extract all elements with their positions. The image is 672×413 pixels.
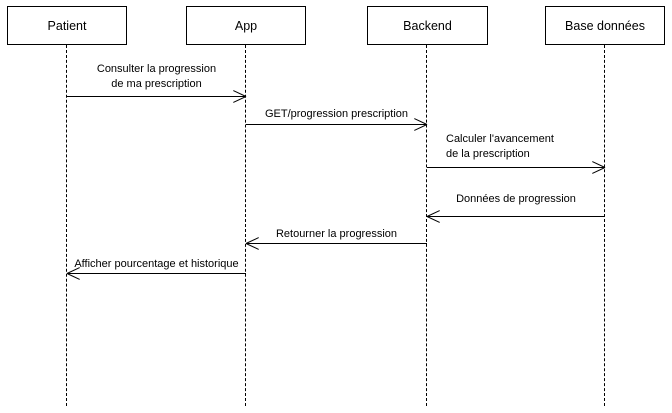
actor-label-app: App (234, 18, 258, 33)
message-retourner-progression: Retourner la progression (246, 227, 427, 273)
actor-label-patient: Patient (47, 18, 87, 33)
arrow-right-icon (427, 167, 605, 168)
message-label: Consulter la progression de ma prescript… (96, 63, 217, 90)
message-donnees-progression: Données de progression (427, 192, 605, 238)
message-label: Afficher pourcentage et historique (74, 258, 239, 270)
message-get-progression-prescription: GET/progression prescription (246, 107, 427, 153)
message-consulter-progression: Consulter la progression de ma prescript… (67, 62, 246, 108)
message-calculer-avancement: Calculer l'avancement de la prescription (427, 132, 605, 178)
actor-label-base-donnees: Base données (565, 18, 645, 33)
message-label: Retourner la progression (275, 228, 398, 240)
lifeline-patient (66, 45, 67, 406)
actor-box-app: App (186, 6, 306, 45)
arrow-left-icon (246, 243, 427, 244)
arrow-right-icon (246, 124, 427, 125)
actor-label-backend: Backend (403, 18, 452, 33)
message-label: Calculer l'avancement de la prescription (446, 133, 554, 160)
actor-box-base-donnees: Base données (545, 6, 665, 45)
message-label: GET/progression prescription (264, 108, 409, 120)
actor-box-patient: Patient (7, 6, 127, 45)
actor-box-backend: Backend (367, 6, 488, 45)
arrow-right-icon (67, 96, 246, 97)
lifeline-base-donnees (604, 45, 605, 406)
message-afficher-pourcentage: Afficher pourcentage et historique (67, 257, 246, 303)
arrow-left-icon (427, 216, 605, 217)
message-label: Données de progression (456, 193, 576, 205)
lifeline-app (245, 45, 246, 406)
arrow-left-icon (67, 273, 246, 274)
lifeline-backend (426, 45, 427, 406)
